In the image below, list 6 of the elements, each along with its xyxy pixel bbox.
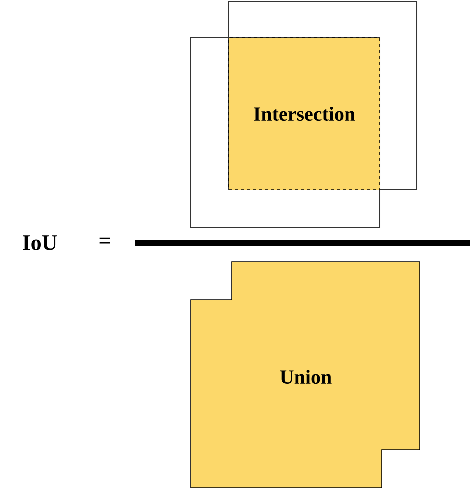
square-outline (190, 38, 380, 228)
equals-sign: = (100, 238, 110, 244)
intersection-region: Intersection (228, 38, 380, 190)
iou-label: IoU (23, 236, 58, 250)
square-outline (228, 2, 418, 190)
union-region: Union (190, 262, 420, 488)
